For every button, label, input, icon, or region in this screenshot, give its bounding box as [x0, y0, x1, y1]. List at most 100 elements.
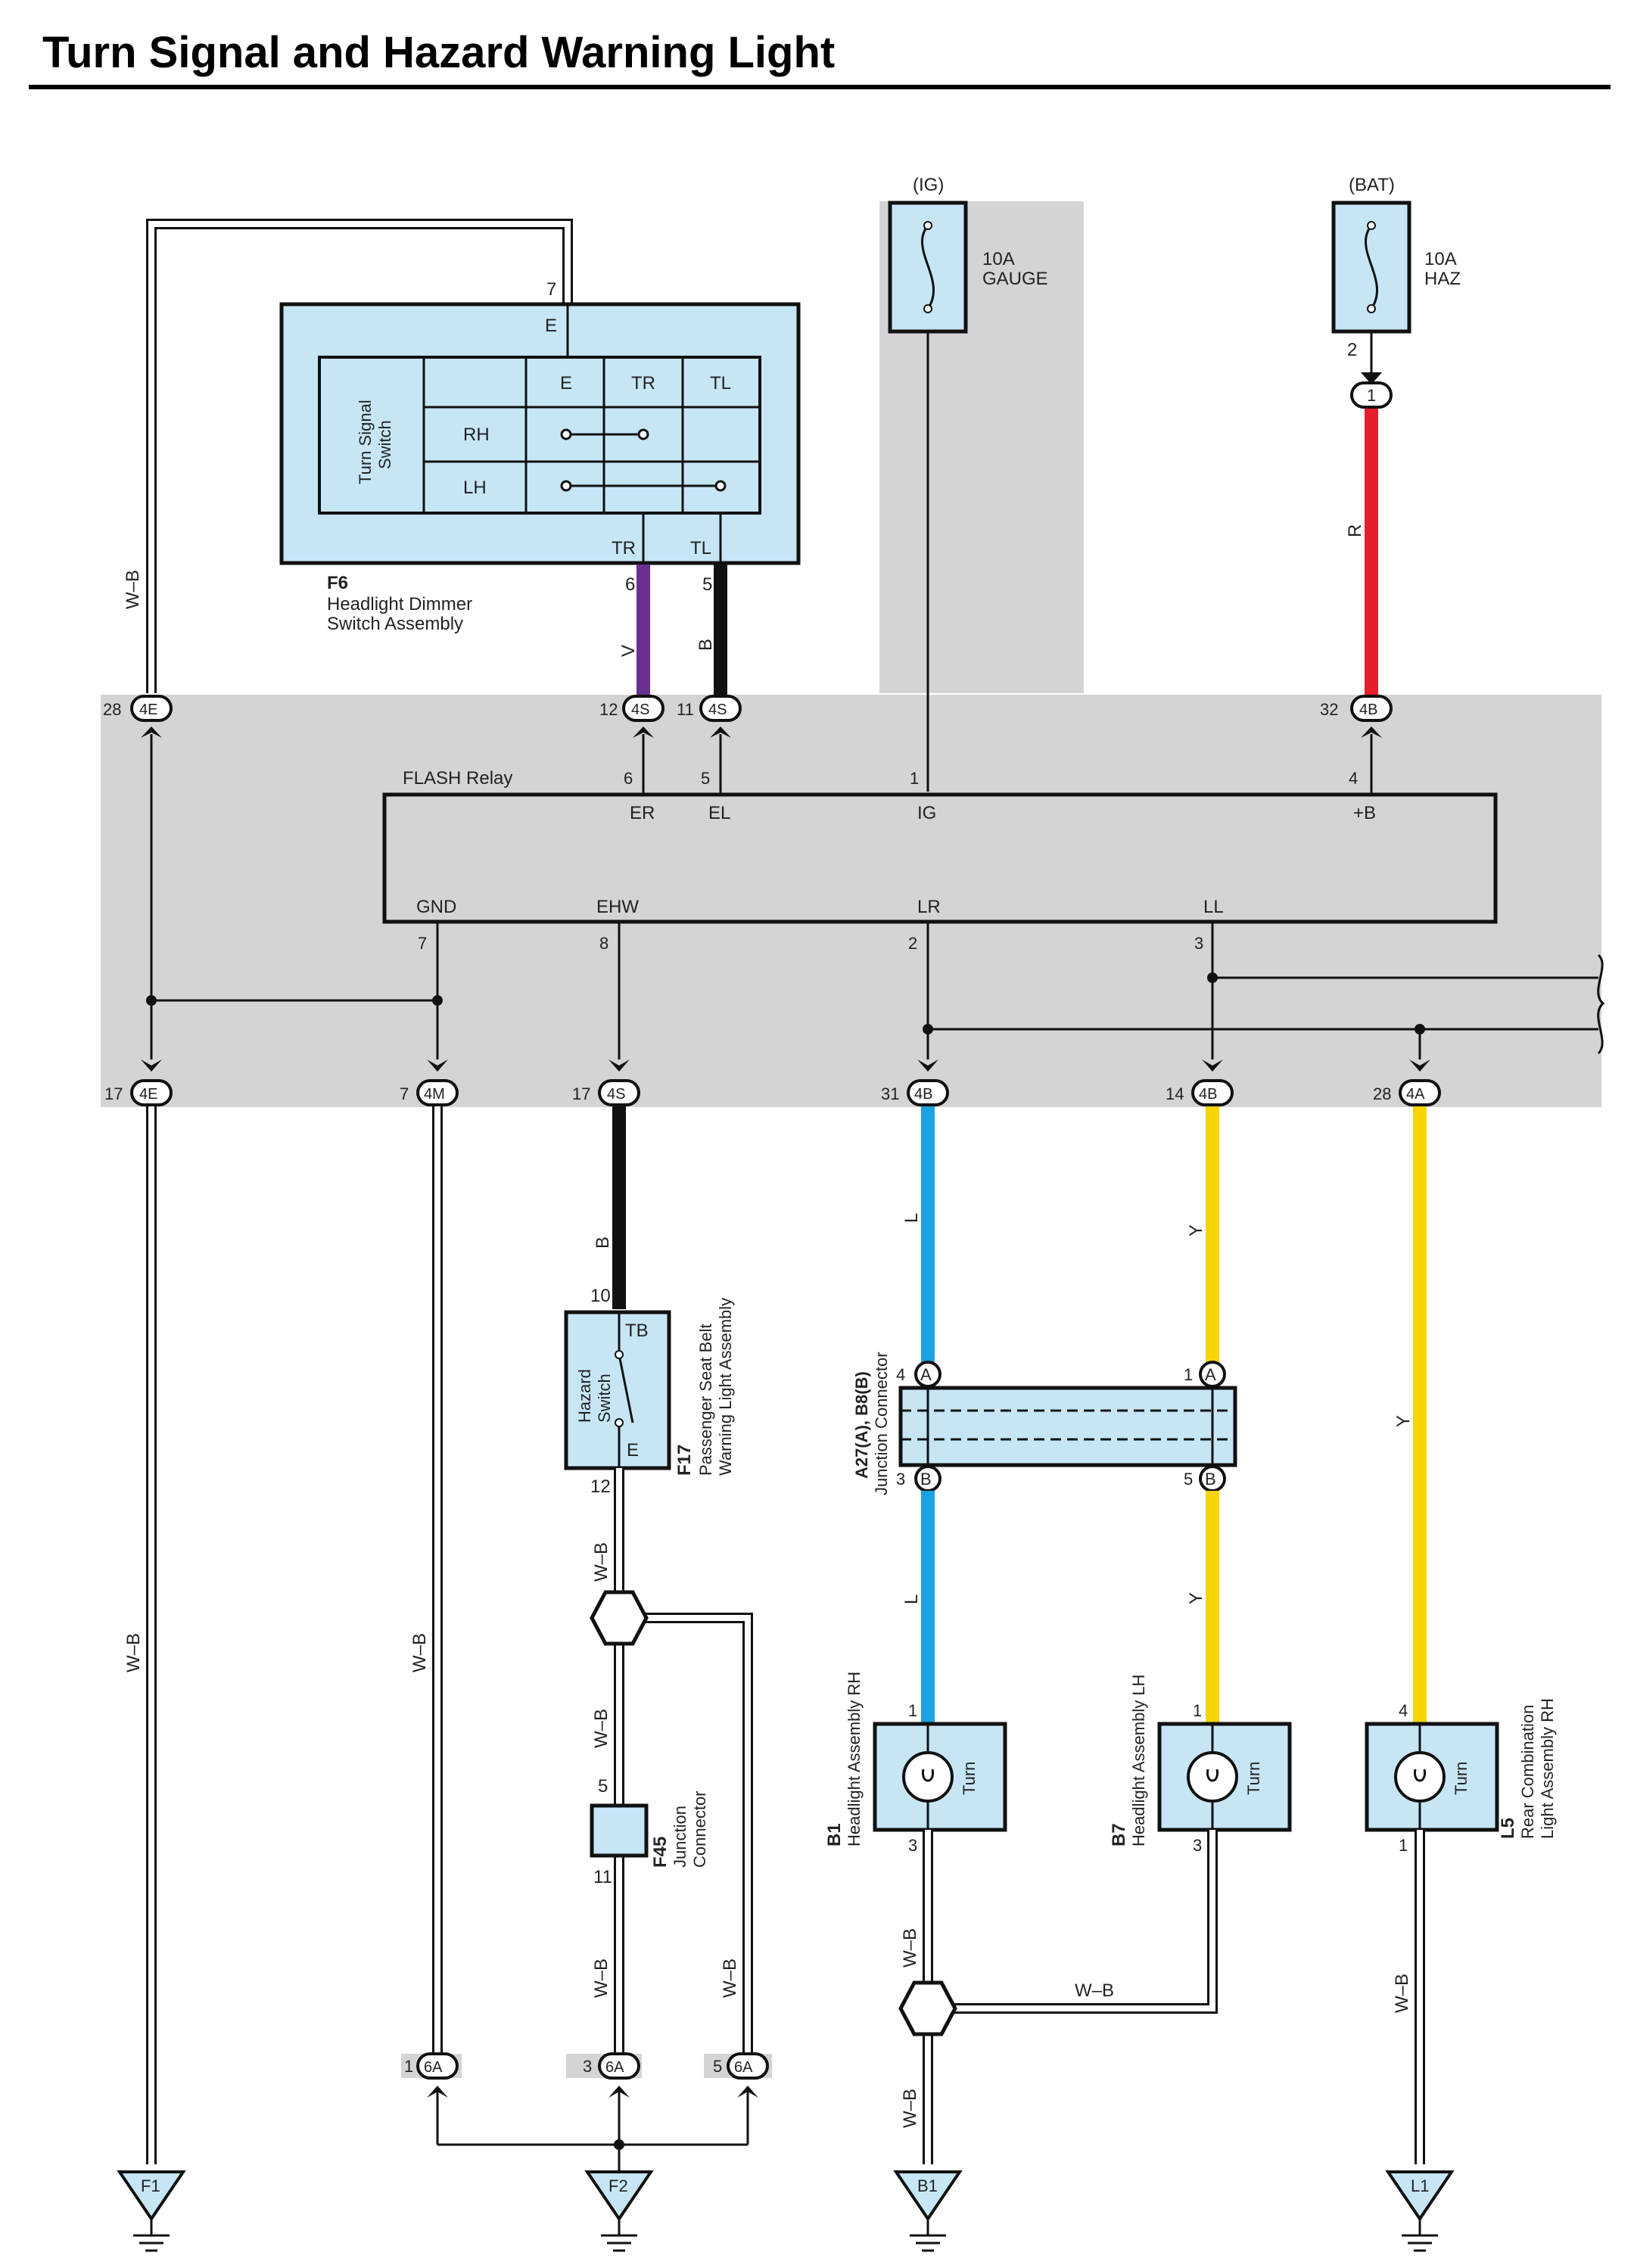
bottom-connector-conn-3: 4B [914, 1086, 932, 1103]
bottom-connector-pin-2: 17 [572, 1084, 590, 1103]
wire-code-y-l5: Y [1393, 1415, 1414, 1427]
relay-top-term-0: ER [630, 803, 655, 823]
f17-pin-bottom: 12 [590, 1476, 611, 1497]
lamp-b1 [873, 1722, 1007, 1832]
f6-id: F6 [327, 573, 348, 593]
relay-top-term-2: IG [917, 803, 936, 823]
wire-code-wb-l5: W–B [1392, 1974, 1412, 2013]
f17-name-2: Warning Light Assembly [716, 1298, 735, 1476]
haz-connector-pin: 1 [1367, 386, 1376, 405]
f6-switch-label-1: Turn Signal [356, 400, 375, 484]
bottom-connector-14-4b [1191, 1059, 1234, 1106]
a27-pin-0: 4 [896, 1365, 905, 1384]
relay-bottom-term-2: LR [917, 897, 941, 917]
bottom-connector-28-4a [1399, 1059, 1441, 1106]
top-connector-pin-1: 12 [599, 700, 618, 719]
relay-top-pin-2: 1 [910, 769, 919, 788]
ground-label-l1: L1 [1411, 2176, 1429, 2195]
f17-hazard-switch [564, 1310, 671, 1470]
bottom-connector-pin-0: 17 [104, 1084, 123, 1103]
bottom-connector-conn-4: 4B [1199, 1086, 1217, 1103]
lamp-l5-name-2: Light Assembly RH [1538, 1698, 1557, 1839]
ground-connector-1 [416, 2052, 459, 2080]
bottom-connector-conn-5: 4A [1406, 1086, 1425, 1103]
top-connector-pin-3: 32 [1320, 700, 1338, 719]
wire-code-y-b: Y [1186, 1592, 1206, 1604]
wire-code-wb-4m: W–B [409, 1633, 430, 1672]
fuse-haz-label-2: HAZ [1424, 269, 1461, 289]
ground-l1 [1385, 2170, 1455, 2252]
f45-id: F45 [650, 1837, 671, 1868]
lamp-b7-pin-out: 3 [1193, 1836, 1202, 1855]
a27-letter-2: B [920, 1470, 932, 1489]
f6-tr-term: TR [612, 538, 636, 558]
ground-bus-f2 [427, 2086, 758, 2172]
lamp-b1-label: Turn [960, 1762, 979, 1795]
bottom-connector-conn-0: 4E [139, 1086, 157, 1103]
relay-name: FLASH Relay [403, 768, 512, 789]
f17-id: F17 [674, 1445, 695, 1476]
bottom-connector-pin-4: 14 [1166, 1084, 1184, 1103]
relay-bottom-pin-1: 8 [599, 934, 608, 953]
f6-headlight-dimmer-switch [279, 302, 801, 565]
ground-connector-conn-1: 6A [605, 2059, 624, 2076]
wire-code-wb-left-top: W–B [123, 570, 143, 609]
relay-bottom-pin-0: 7 [418, 934, 427, 953]
lamp-l5-name-1: Rear Combination [1518, 1705, 1537, 1839]
f6-row-rh: RH [463, 425, 490, 445]
wire-wb-f6-e [146, 219, 573, 693]
splice-b1-b7 [898, 1980, 957, 2036]
relay-bottom-term-1: EHW [596, 897, 639, 917]
f6-col-e: E [560, 373, 572, 394]
f6-row-lh: LH [463, 478, 487, 498]
top-connector-conn-3: 4B [1359, 702, 1377, 718]
fuse-gauge-label-2: GAUGE [982, 269, 1048, 289]
f17-term-top: TB [625, 1321, 649, 1341]
lamp-b7 [1157, 1722, 1292, 1832]
lamp-b7-pin-in: 1 [1193, 1701, 1202, 1720]
wire-wb-b1 [923, 1830, 1218, 2164]
a27-pin-3: 5 [1184, 1470, 1193, 1489]
relay-bottom-pin-3: 3 [1194, 934, 1203, 953]
fuse-haz-pin: 2 [1347, 340, 1357, 360]
lamp-b1-pin-out: 3 [908, 1836, 917, 1855]
wire-code-wb-f45: W–B [591, 1958, 612, 1998]
title-rule [29, 85, 1611, 89]
a27-pin-1: 1 [1184, 1365, 1193, 1384]
ground-f2 [584, 2170, 654, 2252]
relay-top-pin-3: 4 [1349, 769, 1358, 788]
relay-top-pin-1: 5 [701, 769, 710, 788]
ground-f1 [117, 2170, 186, 2252]
relay-bottom-term-0: GND [416, 897, 456, 917]
ground-b1 [893, 2170, 963, 2252]
f6-tl-pin: 5 [702, 574, 712, 595]
relay-top-term-3: +B [1353, 803, 1376, 823]
top-connector-12-4s [622, 695, 664, 738]
bottom-connector-pin-1: 7 [400, 1084, 409, 1103]
bottom-connector-17-4s [598, 1059, 640, 1106]
wire-code-b-top: B [696, 639, 716, 651]
bottom-connector-pin-5: 28 [1373, 1084, 1391, 1103]
junction-block [101, 695, 1601, 1107]
f6-name-2: Switch Assembly [327, 614, 463, 634]
fuse-gauge [888, 201, 968, 334]
relay-bottom-pin-2: 2 [908, 934, 917, 953]
ground-connector-2 [598, 2052, 640, 2080]
f17-term-bottom: E [627, 1440, 639, 1461]
fuse-haz [1331, 201, 1411, 334]
fuse-gauge-label-1: 10A [982, 249, 1015, 269]
f17-name-1: Passenger Seat Belt [696, 1324, 715, 1476]
a27-letter-1: A [1205, 1365, 1216, 1384]
f6-top-term: E [545, 316, 557, 336]
lamp-b7-name: Headlight Assembly LH [1129, 1675, 1148, 1846]
fuse-haz-label-1: 10A [1424, 249, 1457, 269]
wire-code-wb-f17-b: W–B [591, 1709, 612, 1748]
wire-code-b-hazard: B [593, 1237, 613, 1249]
wire-code-wb-b1-b: W–B [900, 2089, 920, 2128]
bottom-connector-31-4b [907, 1059, 949, 1106]
ground-connector-pin-1: 3 [583, 2057, 592, 2076]
ground-connector-conn-2: 6A [734, 2059, 753, 2076]
ground-connector-3 [727, 2052, 769, 2080]
wire-code-l-a: L [901, 1213, 922, 1223]
